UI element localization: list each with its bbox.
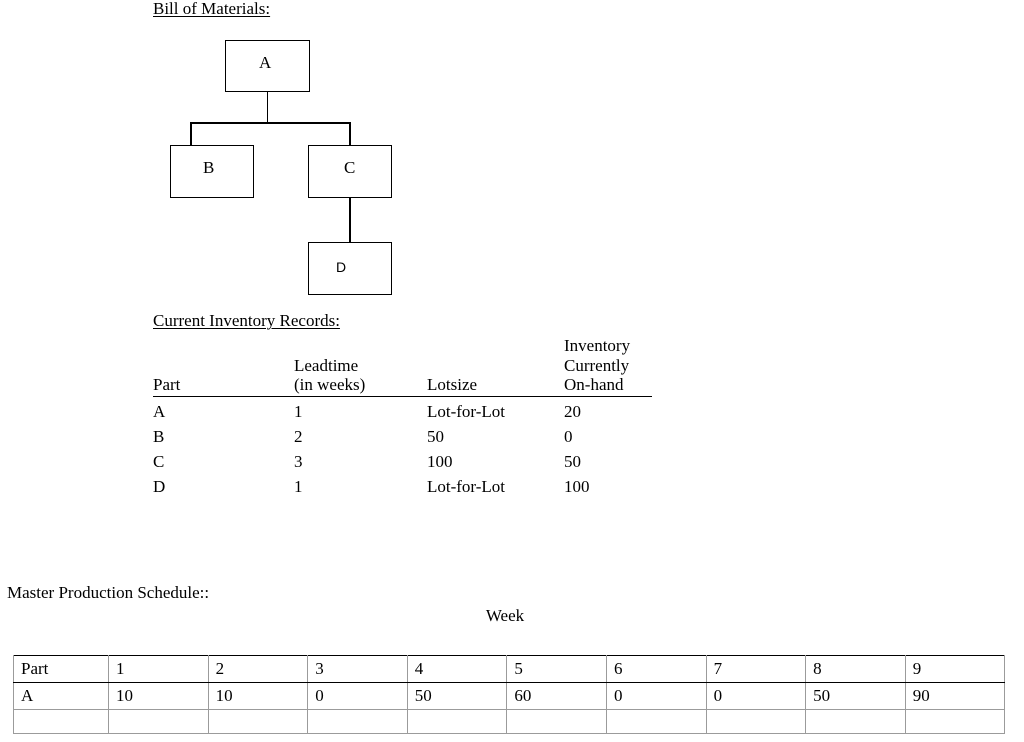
inventory-cell-onhand: 100 <box>564 477 590 496</box>
bill-of-materials-heading-text: Bill of Materials: <box>153 0 271 18</box>
inventory-header-lotsize: Lotsize <box>427 336 564 397</box>
mps-cell-part <box>13 709 109 734</box>
bom-node-d <box>308 242 392 295</box>
inventory-header-onhand-text: Inventory Currently On-hand <box>564 336 631 394</box>
mps-cell-week-4: 50 <box>406 682 508 710</box>
bill-of-materials-tree: A B C D <box>0 0 1024 310</box>
mps-cell-week-9 <box>904 709 1006 734</box>
table-row: A 1 Lot-for-Lot 20 <box>153 396 652 422</box>
table-row: C 3 100 50 <box>153 447 652 472</box>
mps-header-week-1: 1 <box>108 655 209 683</box>
table-row: B 2 50 0 <box>153 422 652 447</box>
mps-cell-week-7: 0 <box>705 682 807 710</box>
bom-edge-a-bus <box>266 92 269 123</box>
mps-header-week-8: 8 <box>805 655 906 683</box>
mps-cell-week-4 <box>406 709 508 734</box>
mps-cell-week-6 <box>605 709 707 734</box>
inventory-header-lotsize-text: Lotsize <box>427 375 478 394</box>
inventory-cell-leadtime: 1 <box>294 402 303 421</box>
bom-node-d-label: D <box>336 259 347 275</box>
mps-header-week-2: 2 <box>207 655 309 683</box>
mps-cell-week-8 <box>805 709 906 734</box>
bom-edge-bus-c <box>349 122 351 146</box>
mps-cell-week-6: 0 <box>605 682 707 710</box>
mps-header-week-7: 7 <box>705 655 807 683</box>
mps-cell-week-5: 60 <box>506 682 607 710</box>
inventory-records-heading: Current Inventory Records: <box>153 311 340 331</box>
mps-cell-week-2 <box>207 709 309 734</box>
inventory-header-onhand: Inventory Currently On-hand <box>564 336 652 397</box>
master-production-schedule-heading: Master Production Schedule:: <box>7 583 210 602</box>
inventory-cell-lotsize: Lot-for-Lot <box>427 402 506 421</box>
bom-node-b-label: B <box>203 158 215 177</box>
bill-of-materials-heading: Bill of Materials: <box>153 0 270 19</box>
table-row: D 1 Lot-for-Lot 100 <box>153 472 652 497</box>
mps-cell-week-1: 10 <box>108 682 209 710</box>
mps-header-week-4: 4 <box>406 655 508 683</box>
mps-cell-week-2: 10 <box>207 682 309 710</box>
inventory-records-table: Part Leadtime (in weeks) Lotsize Invento… <box>153 336 652 497</box>
mps-header-part: Part <box>13 655 109 683</box>
mps-header-week-9: 9 <box>904 655 1006 683</box>
inventory-cell-part: B <box>153 427 165 446</box>
bom-edge-c-d <box>349 198 351 243</box>
bom-edge-horizontal-bus <box>190 122 351 124</box>
mps-header-week-5: 5 <box>506 655 607 683</box>
inventory-cell-onhand: 20 <box>564 402 581 421</box>
inventory-cell-onhand: 0 <box>564 427 573 446</box>
mps-cell-week-9: 90 <box>904 682 1006 710</box>
bom-node-c-label: C <box>344 158 356 177</box>
mps-cell-week-5 <box>506 709 607 734</box>
mps-week-axis-label: Week <box>485 606 525 625</box>
mps-cell-week-3 <box>307 709 408 734</box>
inventory-cell-part: A <box>153 402 166 421</box>
mps-header-week-6: 6 <box>605 655 707 683</box>
inventory-header-leadtime: Leadtime (in weeks) <box>294 336 427 397</box>
inventory-header-leadtime-text: Leadtime (in weeks) <box>294 355 366 395</box>
bom-edge-bus-b <box>190 122 192 146</box>
mps-cell-week-1 <box>108 709 209 734</box>
bom-node-a <box>225 40 310 92</box>
inventory-header-part-text: Part <box>153 375 181 394</box>
inventory-cell-part: C <box>153 452 165 471</box>
mps-cell-week-8: 50 <box>805 682 906 710</box>
mps-header-week-3: 3 <box>307 655 408 683</box>
inventory-cell-lotsize: Lot-for-Lot <box>427 477 506 496</box>
inventory-cell-leadtime: 3 <box>294 452 303 471</box>
inventory-cell-lotsize: 100 <box>427 452 453 471</box>
inventory-cell-onhand: 50 <box>564 452 581 471</box>
inventory-records-heading-text: Current Inventory Records: <box>153 311 340 330</box>
inventory-table-header-row: Part Leadtime (in weeks) Lotsize Invento… <box>153 336 652 397</box>
bom-node-b <box>170 145 254 198</box>
inventory-header-part: Part <box>153 336 294 397</box>
mps-cell-week-7 <box>705 709 807 734</box>
inventory-cell-leadtime: 1 <box>294 477 303 496</box>
table-row <box>13 709 1006 734</box>
inventory-cell-part: D <box>153 477 166 496</box>
mps-cell-part: A <box>13 682 109 710</box>
mps-cell-week-3: 0 <box>307 682 408 710</box>
inventory-cell-lotsize: 50 <box>427 427 444 446</box>
inventory-cell-leadtime: 2 <box>294 427 303 446</box>
bom-node-a-label: A <box>259 53 272 72</box>
